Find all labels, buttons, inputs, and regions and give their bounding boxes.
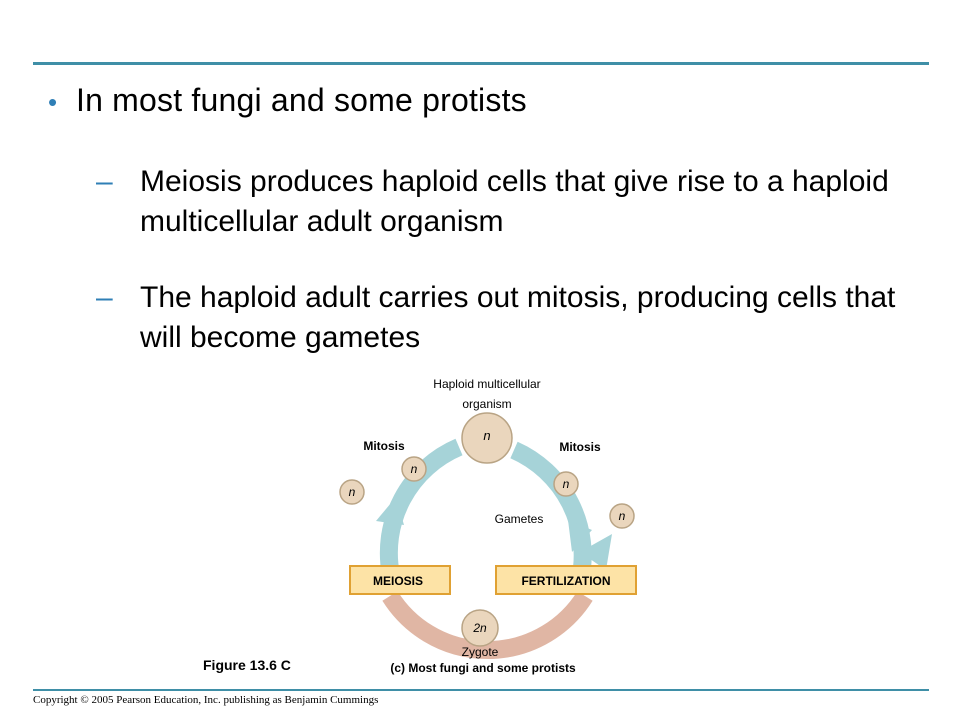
fertilization-label: FERTILIZATION (521, 574, 610, 588)
arrowhead-left (376, 497, 404, 525)
subpoint-meiosis: – Meiosis produces haploid cells that gi… (96, 162, 920, 242)
haploid-symbol: n (619, 509, 626, 523)
mitosis-left-label: Mitosis (363, 439, 405, 453)
subpoint-text: Meiosis produces haploid cells that give… (140, 165, 889, 238)
haploid-arc-right (510, 441, 592, 582)
haploid-adult-cell (461, 412, 513, 464)
zygote-label: Zygote (462, 645, 499, 659)
diagram-caption: (c) Most fungi and some protists (390, 661, 576, 675)
subpoint-text: The haploid adult carries out mitosis, p… (140, 281, 896, 354)
mitosis-right-label: Mitosis (559, 440, 601, 454)
meiosis-label: MEIOSIS (373, 574, 423, 588)
subpoint-dash: – (96, 165, 113, 198)
haploid-symbol: n (483, 428, 490, 443)
haploid-cell-left-inner (401, 456, 427, 482)
haploid-symbol: n (411, 462, 418, 476)
haploid-arc-left (379, 438, 463, 577)
arrowhead-right (568, 520, 592, 552)
subpoint-dash: – (96, 281, 113, 314)
top-label-line2: organism (462, 397, 511, 411)
main-bullet: • In most fungi and some protists (48, 82, 527, 119)
bullet-text: In most fungi and some protists (76, 82, 527, 118)
bullet-dot: • (48, 87, 58, 117)
haploid-cell-left-outer (339, 479, 365, 505)
copyright-notice: Copyright © 2005 Pearson Education, Inc.… (33, 694, 379, 706)
top-rule (33, 62, 929, 65)
arrowhead-fertilization (580, 534, 612, 570)
bottom-rule (33, 689, 929, 691)
meiosis-box (349, 565, 451, 595)
subpoint-mitosis: – The haploid adult carries out mitosis,… (96, 278, 920, 358)
diploid-arc (382, 591, 593, 659)
figure-label: Figure 13.6 C (203, 657, 291, 673)
gamete-cell-outer (609, 503, 635, 529)
gametes-label: Gametes (495, 512, 544, 526)
fertilization-box (495, 565, 637, 595)
zygote-symbol: 2n (472, 621, 487, 635)
haploid-symbol: n (349, 485, 356, 499)
gamete-cell-inner (553, 471, 579, 497)
zygote-cell (461, 609, 499, 647)
haploid-symbol: n (563, 477, 570, 491)
top-label-line1: Haploid multicellular (433, 377, 540, 391)
